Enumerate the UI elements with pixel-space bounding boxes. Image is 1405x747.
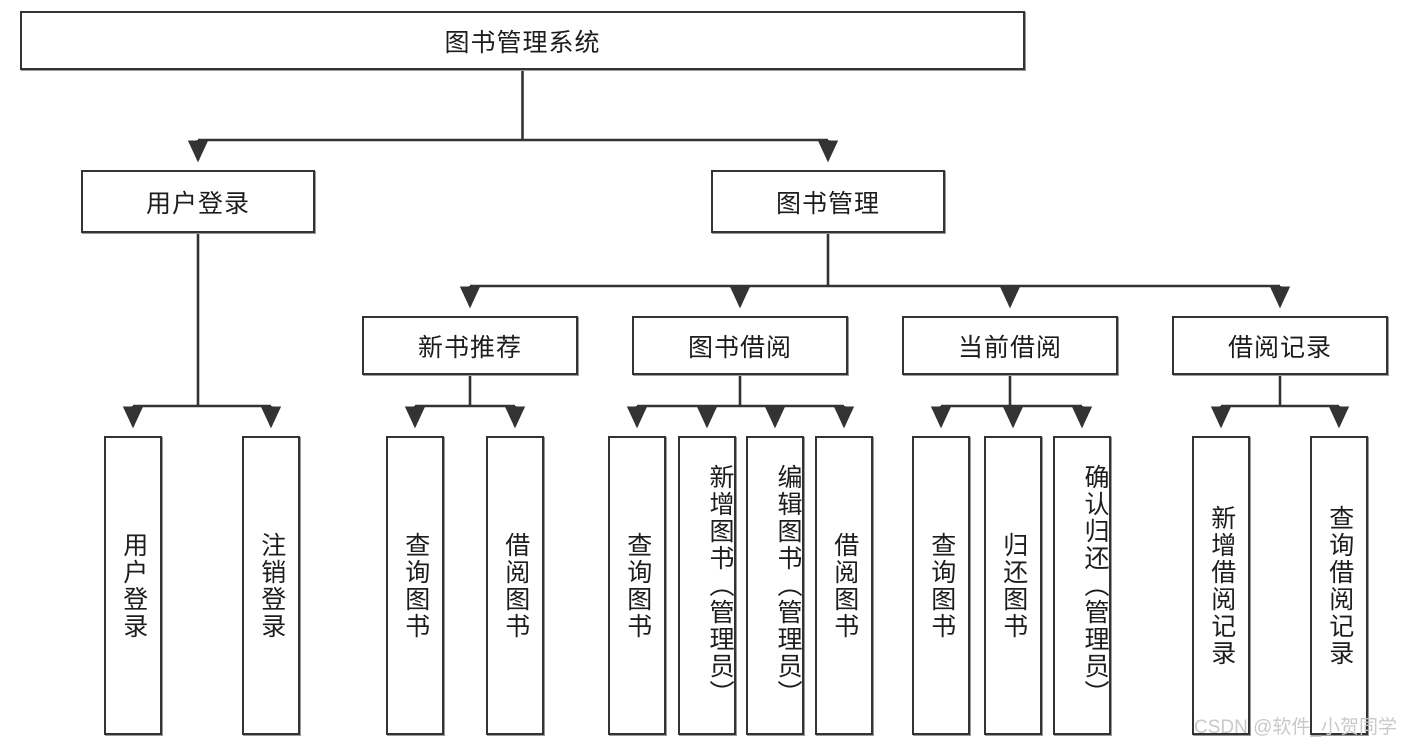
node-label: 用户登录 (119, 531, 148, 640)
node-label: 注销登录 (257, 531, 286, 640)
node-label: 借阅图书 (501, 531, 530, 640)
node-leaf-add-book-admin[interactable]: 新增图书（管理员） (678, 436, 736, 735)
node-leaf-borrow-book[interactable]: 借阅图书 (815, 436, 873, 735)
node-label: 借阅记录 (1227, 333, 1332, 362)
node-label: 当前借阅 (957, 333, 1062, 362)
node-leaf-query-borrow-record[interactable]: 查询借阅记录 (1310, 436, 1368, 735)
node-label: 图书借阅 (687, 333, 792, 362)
node-label: 新增借阅记录 (1207, 504, 1236, 667)
node-leaf-borrow-book-rec[interactable]: 借阅图书 (486, 436, 544, 735)
node-leaf-query-book-borrow[interactable]: 查询图书 (608, 436, 666, 735)
node-label: 图书管理 (775, 189, 880, 218)
node-book-manage[interactable]: 图书管理 (711, 170, 945, 233)
node-borrow-record[interactable]: 借阅记录 (1172, 316, 1388, 375)
node-leaf-user-login[interactable]: 用户登录 (104, 436, 162, 735)
node-label: 查询图书 (401, 531, 430, 640)
node-label: 查询图书 (927, 531, 956, 640)
node-label: 归还图书 (999, 531, 1028, 640)
node-leaf-add-borrow-record[interactable]: 新增借阅记录 (1192, 436, 1250, 735)
node-label: 新书推荐 (417, 333, 522, 362)
node-leaf-query-book-rec[interactable]: 查询图书 (386, 436, 444, 735)
node-label: 新增图书（管理员） (706, 464, 734, 707)
node-label: 查询图书 (623, 531, 652, 640)
node-label: 借阅图书 (830, 531, 859, 640)
node-label: 编辑图书（管理员） (774, 464, 802, 707)
node-leaf-return-book[interactable]: 归还图书 (984, 436, 1042, 735)
node-label: 确认归还（管理员） (1081, 464, 1109, 707)
csdn-watermark: CSDN @软件_小贺同学 (1194, 717, 1397, 738)
node-current-borrow[interactable]: 当前借阅 (902, 316, 1118, 375)
node-label: 查询借阅记录 (1325, 504, 1354, 667)
node-leaf-edit-book-admin[interactable]: 编辑图书（管理员） (746, 436, 804, 735)
node-label: 图书管理系统 (444, 28, 601, 57)
node-leaf-confirm-return-admin[interactable]: 确认归还（管理员） (1053, 436, 1111, 735)
node-book-borrow[interactable]: 图书借阅 (632, 316, 848, 375)
node-leaf-query-book-cur[interactable]: 查询图书 (912, 436, 970, 735)
node-leaf-user-logout[interactable]: 注销登录 (242, 436, 300, 735)
node-new-book-recommend[interactable]: 新书推荐 (362, 316, 578, 375)
node-root[interactable]: 图书管理系统 (20, 11, 1025, 70)
node-user-login[interactable]: 用户登录 (81, 170, 315, 233)
node-label: 用户登录 (145, 189, 250, 218)
